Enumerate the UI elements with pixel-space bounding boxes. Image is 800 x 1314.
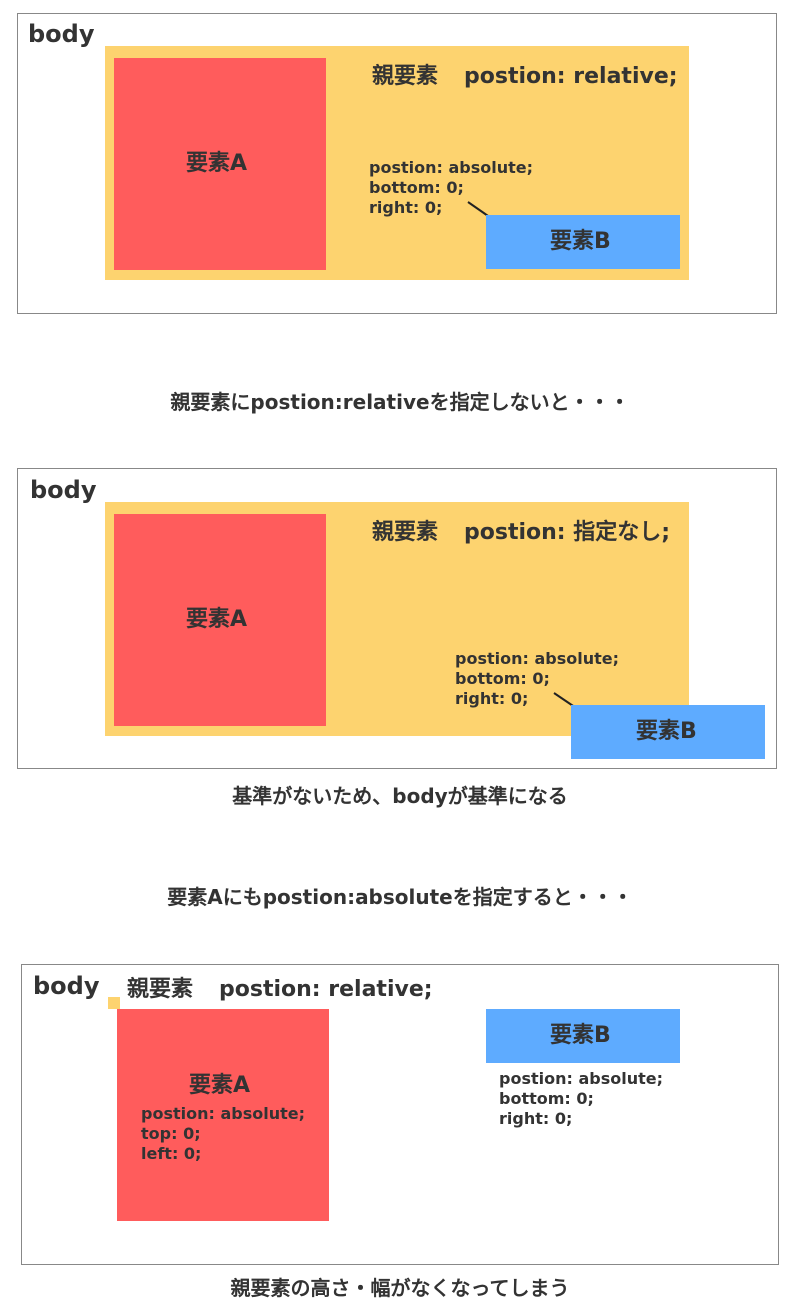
code-line: top: 0; <box>141 1124 201 1143</box>
code-line: bottom: 0; <box>499 1089 594 1108</box>
code-line: bottom: 0; <box>455 669 550 688</box>
diagram2-code: postion: absolute; bottom: 0; right: 0; <box>455 649 619 709</box>
code-line: right: 0; <box>369 198 443 217</box>
diagram3-element-b-label: 要素B <box>550 1023 611 1048</box>
diagram3-element-a-label: 要素A <box>189 1073 251 1098</box>
caption-1: 親要素にpostion:relativeを指定しないと・・・ <box>170 390 630 414</box>
diagram1-parent-name: 親要素 <box>372 64 439 89</box>
diagram3-parent-label: 親要素 postion: relative; <box>127 979 433 1001</box>
diagram3-parent-style: postion: relative; <box>219 977 433 1002</box>
diagram1-element-a <box>114 58 326 270</box>
caption-4: 親要素の高さ・幅がなくなってしまう <box>230 1276 570 1300</box>
diagram3-element-b-code: postion: absolute; bottom: 0; right: 0; <box>499 1069 663 1129</box>
diagram1-parent-label: 親要素 postion: relative; <box>372 66 678 88</box>
diagram3-parent-name: 親要素 <box>127 977 194 1002</box>
code-line: postion: absolute; <box>499 1069 663 1088</box>
diagram2-element-b-label: 要素B <box>636 719 697 744</box>
diagram2-body-label: body <box>30 476 97 504</box>
diagram1-element-b-label: 要素B <box>550 229 611 254</box>
code-line: right: 0; <box>499 1109 573 1128</box>
code-line: bottom: 0; <box>369 178 464 197</box>
diagram3-collapsed-parent-element <box>108 997 120 1009</box>
diagram2-parent-name: 親要素 <box>372 520 439 545</box>
diagram1-code: postion: absolute; bottom: 0; right: 0; <box>369 158 533 218</box>
diagram1-parent-style: postion: relative; <box>464 64 678 89</box>
diagram2-parent-label: 親要素 postion: 指定なし; <box>372 522 670 544</box>
diagram1-element-b <box>486 215 680 269</box>
diagram3-element-a-code: postion: absolute; top: 0; left: 0; <box>141 1104 305 1164</box>
diagram3-element-b <box>486 1009 680 1063</box>
code-line: left: 0; <box>141 1144 202 1163</box>
code-line: postion: absolute; <box>141 1104 305 1123</box>
diagram1-body-label: body <box>28 20 95 48</box>
diagram2-element-a-label: 要素A <box>186 607 248 632</box>
diagram2-element-a <box>114 514 326 726</box>
code-line: right: 0; <box>455 689 529 708</box>
code-line: postion: absolute; <box>369 158 533 177</box>
diagram3-body-label: body <box>33 972 100 1000</box>
diagram3-element-a <box>117 1009 329 1221</box>
diagram2-element-b <box>571 705 765 759</box>
caption-3: 要素Aにもpostion:absoluteを指定すると・・・ <box>167 885 633 909</box>
diagram1-element-a-label: 要素A <box>186 151 248 176</box>
diagram2-parent-style: postion: 指定なし; <box>464 520 671 545</box>
code-line: postion: absolute; <box>455 649 619 668</box>
caption-2: 基準がないため、bodyが基準になる <box>232 784 568 808</box>
